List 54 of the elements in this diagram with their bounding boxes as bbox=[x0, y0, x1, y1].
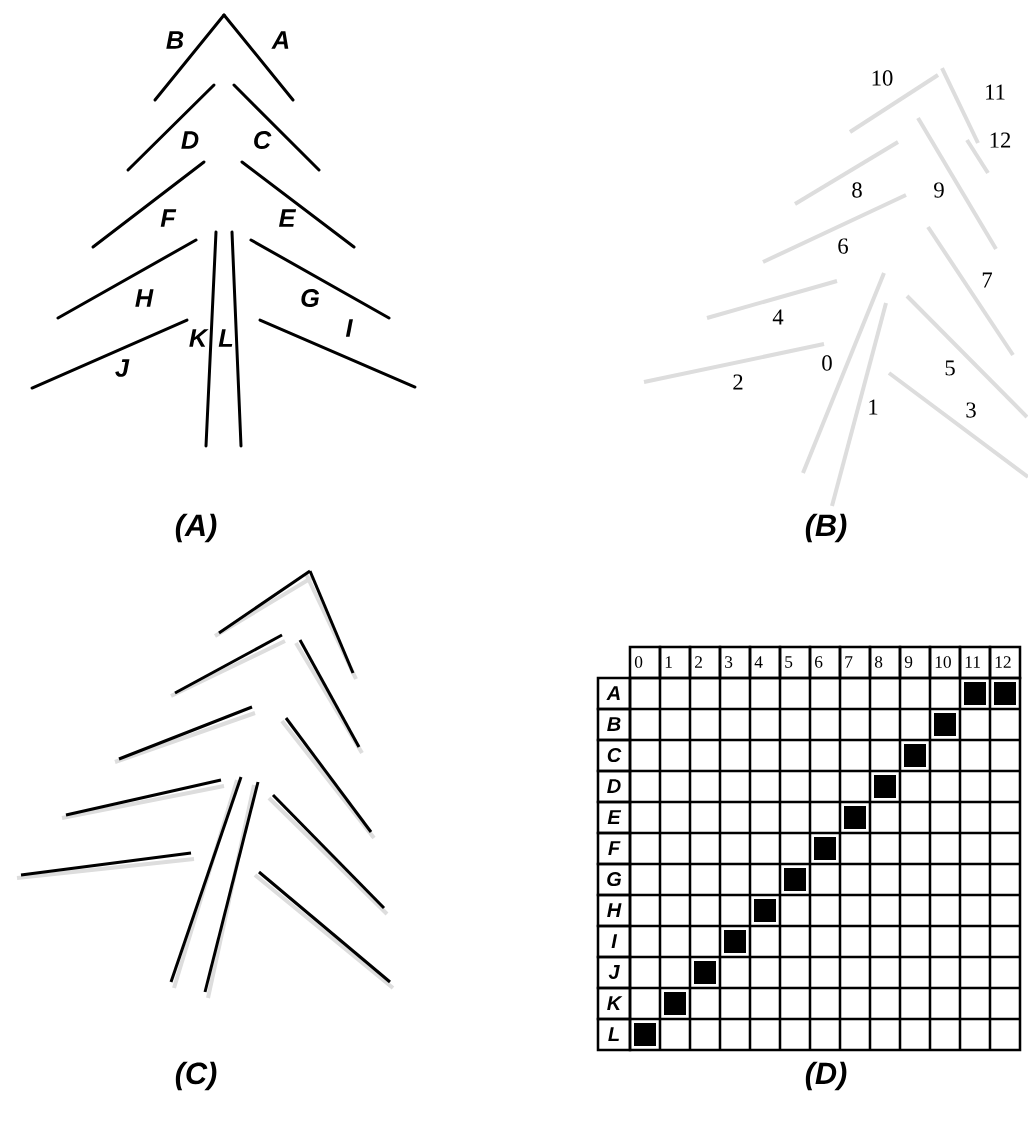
column-header: 5 bbox=[778, 645, 812, 680]
column-header: 6 bbox=[808, 645, 842, 680]
panel-label: (B) bbox=[805, 513, 847, 543]
row-header: H bbox=[596, 893, 632, 928]
segment-label: A bbox=[271, 31, 289, 49]
row-header: L bbox=[596, 1017, 632, 1052]
segment-label: B bbox=[166, 31, 184, 49]
row-header: E bbox=[596, 800, 632, 835]
row-header: D bbox=[596, 769, 632, 804]
column-header: 12 bbox=[988, 645, 1022, 680]
segment-label: 5 bbox=[945, 360, 955, 376]
segment-label: 2 bbox=[733, 374, 743, 390]
segment-label: H bbox=[135, 289, 154, 307]
segment-label: 8 bbox=[852, 182, 862, 198]
column-header: 11 bbox=[958, 645, 992, 680]
column-header: 2 bbox=[688, 645, 722, 680]
row-header: K bbox=[596, 986, 632, 1021]
segment-label: 1 bbox=[869, 399, 878, 415]
column-header: 10 bbox=[928, 645, 962, 680]
segment-label: K bbox=[189, 329, 209, 347]
panel-label: (C) bbox=[175, 1061, 217, 1091]
panel-label: (A) bbox=[175, 513, 217, 543]
column-header: 8 bbox=[868, 645, 902, 680]
segment-label: I bbox=[345, 319, 353, 337]
segment-label: 9 bbox=[934, 182, 944, 198]
segment-label: 10 bbox=[872, 70, 893, 86]
segment-label: 11 bbox=[986, 84, 1005, 100]
row-header: F bbox=[596, 831, 632, 866]
column-header: 3 bbox=[718, 645, 752, 680]
segment-label: 3 bbox=[966, 402, 976, 418]
segment-label: D bbox=[181, 131, 199, 149]
segment-label: C bbox=[254, 131, 272, 149]
row-header: B bbox=[596, 707, 632, 742]
segment-label: J bbox=[115, 359, 130, 377]
column-header: 9 bbox=[898, 645, 932, 680]
segment-label: E bbox=[279, 209, 297, 227]
segment-label: 0 bbox=[822, 355, 832, 371]
row-header: I bbox=[596, 924, 632, 959]
segment-label: F bbox=[160, 209, 177, 227]
column-header: 4 bbox=[748, 645, 782, 680]
column-header: 0 bbox=[628, 645, 662, 680]
segment-label: 12 bbox=[990, 132, 1011, 148]
segment-label: 4 bbox=[772, 309, 784, 325]
segment-label: G bbox=[301, 289, 320, 307]
segment-label: 6 bbox=[838, 238, 848, 254]
segment-label: L bbox=[218, 329, 233, 347]
panel-label: (D) bbox=[805, 1061, 847, 1091]
row-header: J bbox=[596, 955, 632, 990]
column-header: 1 bbox=[658, 645, 692, 680]
row-header: G bbox=[596, 862, 632, 897]
segment-label: 7 bbox=[982, 272, 992, 288]
row-header: A bbox=[596, 676, 632, 711]
row-header: C bbox=[596, 738, 632, 773]
column-header: 7 bbox=[838, 645, 872, 680]
